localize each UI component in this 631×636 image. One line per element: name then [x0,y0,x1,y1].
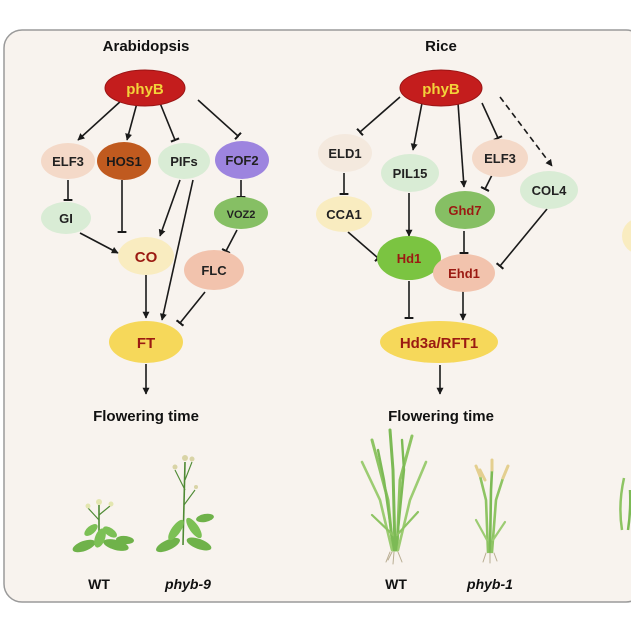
rice-node-elf3-label: ELF3 [484,151,516,166]
rice-wt-label: WT [385,576,407,592]
rice-node-hd1: Hd1 [377,236,441,280]
node-flc: FLC [184,250,244,290]
edge-flc-ft [175,291,206,327]
node-voz2: VOZ2 [214,197,268,229]
rice-node-hd3a: Hd3a/RFT1 [380,321,498,363]
node-voz2-label: VOZ2 [227,209,256,221]
arabidopsis-title: Arabidopsis [103,38,190,55]
node-ft: FT [109,321,183,363]
edge-pifs-ft [159,179,194,321]
rice-node-ehd1: Ehd1 [433,254,495,292]
rice-node-col4-label: COL4 [532,183,567,198]
edge-rice-col4-ehd1 [495,208,548,270]
arabidopsis-mutant-label: phyb-9 [164,576,211,592]
rice-phenotype-title: Flowering time [388,408,494,425]
node-gi: GI [41,202,91,234]
partial-right-panel [619,220,631,531]
node-fof2-label: FOF2 [225,153,258,168]
node-pifs: PIFs [158,143,210,179]
rice-mutant-label: phyb-1 [466,576,513,592]
rice-node-col4: COL4 [520,171,578,209]
rice-node-hd3a-label: Hd3a/RFT1 [400,335,478,352]
edge-gi-co [79,232,119,254]
edge-pifs-co [158,179,181,237]
rice-node-pil15: PIL15 [381,154,439,192]
rice-node-ghd7: Ghd7 [435,191,495,229]
node-fof2: FOF2 [215,141,269,179]
rice-node-ehd1-label: Ehd1 [448,266,480,281]
edge-phyb-fof2 [197,99,242,141]
rice-title: Rice [425,38,457,55]
rice-node-phyb: phyB [399,69,483,107]
edge-phyb-hos1 [125,102,138,141]
node-ft-label: FT [137,335,155,352]
edge-rice-phyb-pil15 [410,102,423,151]
edge-phyb-pifs [159,102,180,143]
node-flc-label: FLC [201,263,227,278]
node-hos1: HOS1 [97,142,151,180]
edge-rice-phyb-elf3 [481,102,503,141]
rice-node-cca1-label: CCA1 [326,207,361,222]
rice-wt-plant [360,428,428,565]
node-elf3: ELF3 [41,143,95,179]
edge-rice-phyb-eld1 [356,96,401,137]
edge-phyb-elf3 [77,99,123,141]
arabidopsis-phyb-plant [156,455,214,553]
rice-node-eld1-label: ELD1 [328,146,361,161]
panel-background [3,29,631,603]
rice-node-hd1-label: Hd1 [397,251,422,266]
rice-node-elf3: ELF3 [472,139,528,177]
node-pifs-label: PIFs [170,154,197,169]
edge-rice-phyb-ghd7 [457,102,468,188]
node-co: CO [118,237,174,275]
arabidopsis-wt-plant [72,499,134,553]
edge-rice-cca1-hd1 [347,231,382,263]
rice-node-cca1: CCA1 [316,196,372,232]
node-phyb: phyB [104,69,186,107]
arabidopsis-phenotype-title: Flowering time [93,408,199,425]
node-hos1-label: HOS1 [106,154,141,169]
rice-edges [339,96,553,395]
node-co-label: CO [135,249,158,266]
rice-phyb-plant [474,458,510,564]
rice-node-pil15-label: PIL15 [393,166,428,181]
edge-rice-elf3-ghd7 [480,174,493,192]
rice-node-ghd7-label: Ghd7 [448,203,481,218]
rice-node-eld1: ELD1 [318,134,372,172]
arabidopsis-edges [63,99,246,395]
node-gi-label: GI [59,211,73,226]
node-phyb-label: phyB [126,81,164,98]
node-elf3-label: ELF3 [52,154,84,169]
arabidopsis-wt-label: WT [88,576,110,592]
edge-rice-phyb-col4 [499,96,553,167]
edge-voz2-flc [221,229,238,255]
rice-node-phyb-label: phyB [422,81,460,98]
